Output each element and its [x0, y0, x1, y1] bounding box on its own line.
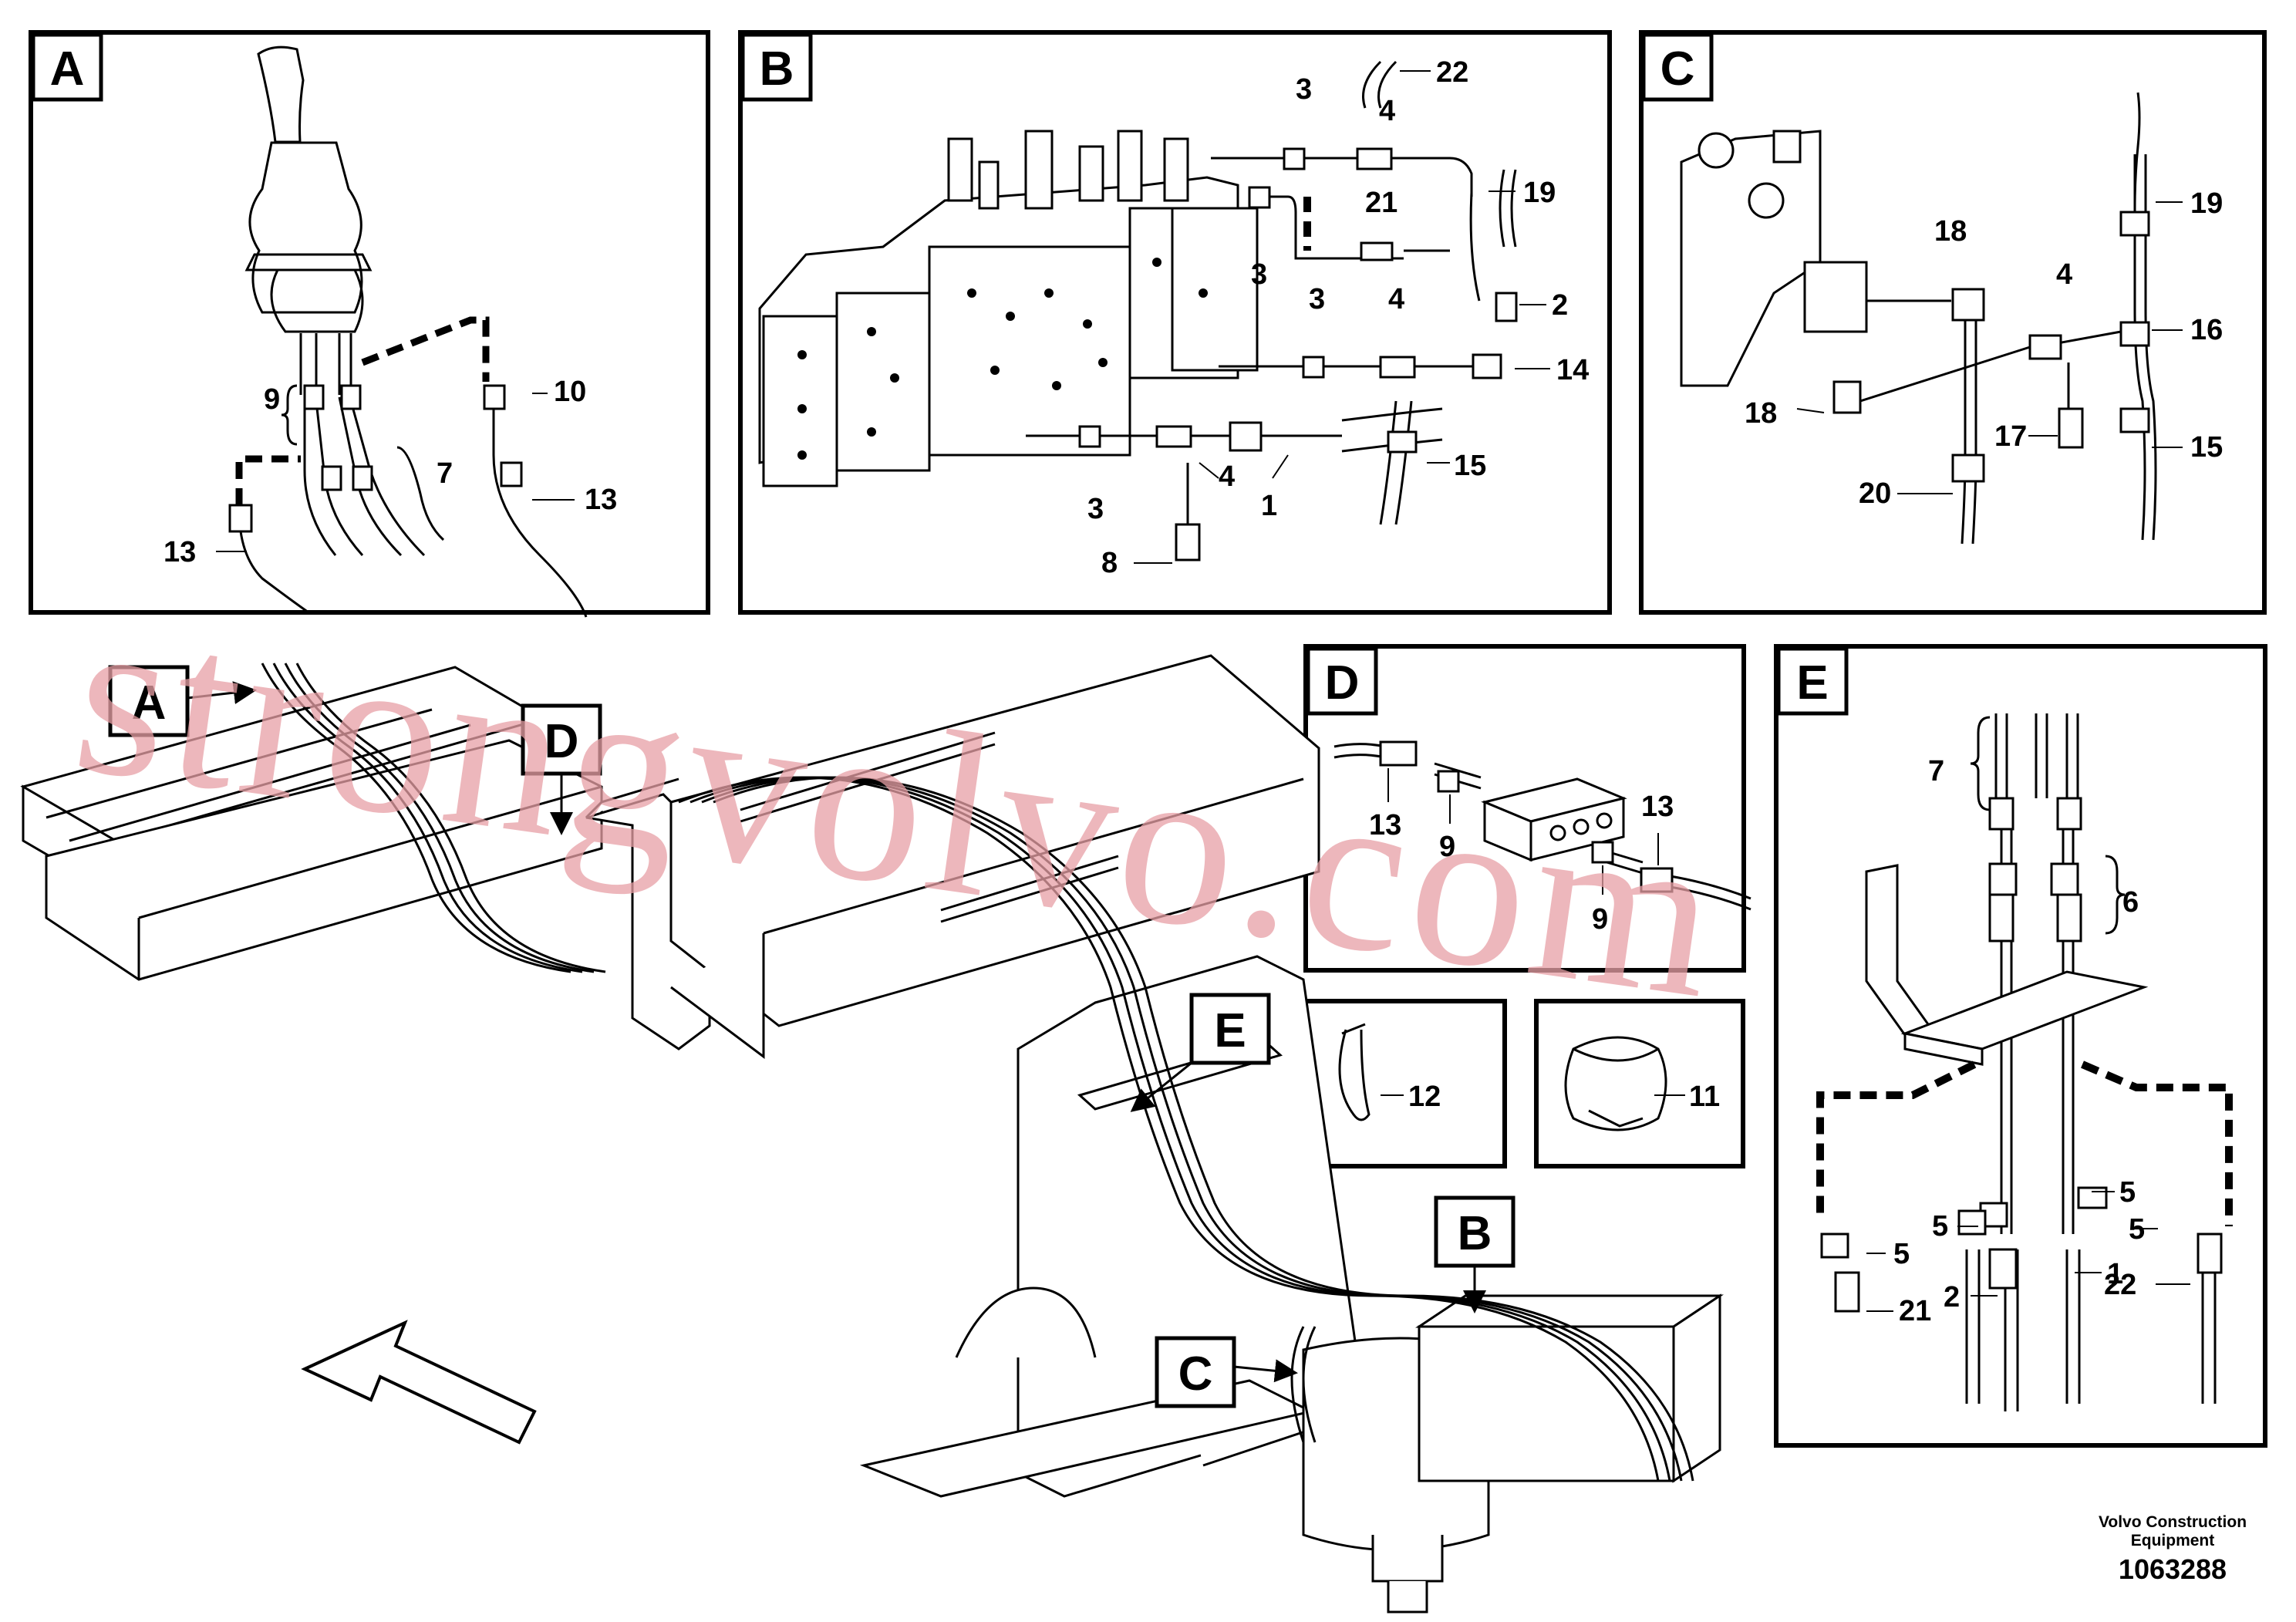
- main-tag-e: E: [1130, 993, 1271, 1112]
- panel-c-callout-16: 16: [2190, 314, 2223, 346]
- panel-b-tag: B: [760, 42, 794, 96]
- detail-panel-e: E: [1774, 644, 2267, 1448]
- panel-a-callout-13: 13: [164, 536, 196, 568]
- panel-e-callout-5: 5: [2119, 1176, 2136, 1209]
- panel-b-callout-4: 4: [1388, 283, 1404, 315]
- footer-company: Volvo Construction Equipment: [2098, 1513, 2247, 1549]
- main-tag-e-label: E: [1214, 1004, 1246, 1057]
- mounting-bracket: [1865, 864, 2149, 1066]
- panel-d-callout-9: 9: [1439, 831, 1455, 863]
- panel-e-callout-6: 6: [2122, 886, 2139, 919]
- panel-a-callout-7: 7: [437, 457, 453, 490]
- clamp-callout-11: 11: [1689, 1081, 1720, 1113]
- panel-b-callout-15: 15: [1454, 450, 1486, 482]
- panel-c-callout-17: 17: [1994, 420, 2027, 453]
- panel-e-callout-1: 1: [2107, 1258, 2123, 1290]
- panel-d-callout-13: 13: [1641, 791, 1674, 823]
- panel-a-callout-10: 10: [554, 376, 586, 408]
- panel-b-callout-1: 1: [1261, 490, 1277, 522]
- panel-c-callout-4: 4: [2056, 258, 2072, 291]
- panel-b-callout-4: 4: [1379, 95, 1395, 127]
- direction-arrow-icon: [301, 1320, 537, 1445]
- panel-c-tag: C: [1660, 42, 1695, 96]
- detail-panel-d: D 13 9 13 9: [1303, 644, 1752, 973]
- panel-b-callout-14: 14: [1556, 354, 1589, 386]
- panel-b-callout-21: 21: [1365, 187, 1397, 219]
- panel-c-callout-18: 18: [1934, 215, 1967, 248]
- main-tag-a-label: A: [132, 676, 167, 730]
- detail-panel-a: A 9 10 7 13 13: [29, 30, 710, 618]
- panel-b-callout-3: 3: [1309, 283, 1325, 315]
- manifold-block: [1379, 740, 1674, 893]
- main-tag-b: B: [1434, 1195, 1515, 1313]
- panel-c-callout-15: 15: [2190, 431, 2223, 464]
- panel-e-callout-7: 7: [1928, 755, 1944, 787]
- panel-b-callout-3: 3: [1296, 73, 1312, 106]
- joystick-illustration: [228, 46, 588, 618]
- clip-callout-12: 12: [1408, 1081, 1441, 1113]
- panel-e-callout-5: 5: [1932, 1210, 1948, 1243]
- panel-e-callout-2: 2: [1944, 1281, 1960, 1313]
- footer-drawing-number: 1063288: [2118, 1553, 2227, 1585]
- panel-e-callout-21: 21: [1899, 1295, 1931, 1327]
- detail-panel-c: C: [1639, 30, 2267, 615]
- swivel-valve-illustration: [1680, 130, 1985, 414]
- panel-d-tag: D: [1325, 656, 1360, 710]
- panel-a-callout-9: 9: [264, 383, 280, 416]
- panel-e-callout-22: 22: [2104, 1269, 2136, 1301]
- control-valve-illustration: [758, 130, 1259, 487]
- detail-panel-clamp-11: 11: [1534, 999, 1745, 1168]
- panel-b-callout-2: 2: [1552, 289, 1568, 322]
- main-tag-b-label: B: [1458, 1207, 1492, 1260]
- panel-d-callout-9: 9: [1592, 903, 1608, 936]
- panel-b-callout-19: 19: [1523, 177, 1556, 209]
- panel-b-callout-3: 3: [1251, 258, 1267, 291]
- main-tag-a: A: [108, 665, 257, 737]
- panel-e-callout-5: 5: [1893, 1238, 1910, 1270]
- panel-a-callout-13: 13: [585, 484, 617, 516]
- main-assembly-illustration: [20, 654, 1724, 1614]
- panel-c-callout-18: 18: [1745, 397, 1777, 430]
- panel-e-tag: E: [1796, 656, 1828, 710]
- panel-e-callout-5: 5: [2129, 1213, 2145, 1246]
- panel-a-tag: A: [50, 42, 85, 96]
- panel-b-callout-4: 4: [1219, 460, 1235, 493]
- panel-b-callout-22: 22: [1436, 56, 1468, 89]
- detail-panel-b: B: [738, 30, 1612, 615]
- main-tag-c-label: C: [1178, 1347, 1213, 1401]
- main-tag-c: C: [1155, 1336, 1298, 1408]
- panel-c-callout-19: 19: [2190, 187, 2223, 220]
- panel-c-callout-20: 20: [1859, 477, 1891, 510]
- main-tag-d-label: D: [544, 715, 579, 768]
- detail-panel-clip-12: 12: [1303, 999, 1507, 1168]
- panel-b-callout-3: 3: [1087, 493, 1104, 525]
- panel-d-callout-13: 13: [1369, 809, 1401, 841]
- panel-b-callout-8: 8: [1101, 547, 1118, 579]
- main-tag-d: D: [521, 703, 602, 835]
